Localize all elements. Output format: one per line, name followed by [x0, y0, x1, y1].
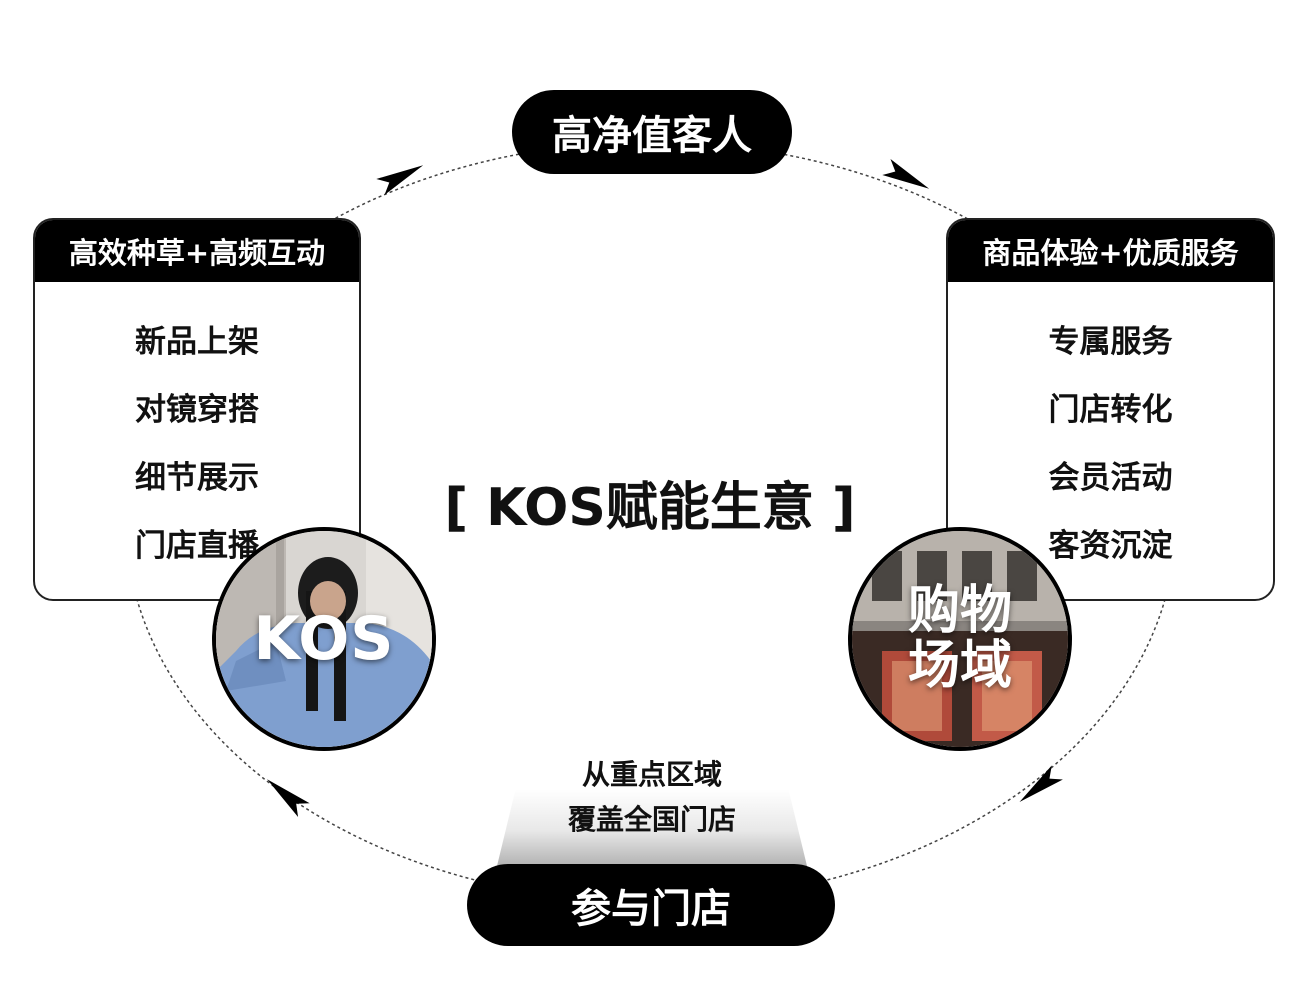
arrowhead-icon-top-left — [376, 165, 424, 196]
node-top-label: 高净值客人 — [552, 113, 752, 159]
storefront-photo-icon — [852, 531, 1068, 747]
panel-right-item: 专属服务 — [1048, 323, 1173, 360]
kos-photo-circle: KOS — [212, 527, 436, 751]
bottom-note: 从重点区域 覆盖全国门店 — [497, 752, 807, 842]
panel-right-item: 门店转化 — [1048, 391, 1173, 428]
bottom-note-line2: 覆盖全国门店 — [567, 803, 736, 836]
shopping-scene-label-line1: 购物 — [907, 581, 1012, 642]
node-participating-stores: 参与门店 — [467, 864, 835, 946]
node-high-net-worth-customers: 高净值客人 — [512, 90, 792, 174]
panel-right-header: 商品体验+优质服务 — [948, 220, 1273, 282]
panel-left-header: 高效种草+高频互动 — [35, 220, 359, 282]
arrowhead-icon-top-right — [882, 158, 930, 189]
bottom-note-spotlight — [497, 789, 807, 866]
center-title: [ KOS赋能生意 ] — [444, 477, 856, 538]
panel-left-item: 细节展示 — [135, 459, 259, 496]
panel-right-list: 专属服务 门店转化 会员活动 客资沉淀 — [948, 282, 1273, 576]
panel-right-item: 客资沉淀 — [1048, 527, 1173, 564]
kos-label: KOS — [253, 604, 395, 674]
bottom-note-line1: 从重点区域 — [581, 758, 722, 791]
panel-left: 高效种草+高频互动 新品上架 对镜穿搭 细节展示 门店直播 — [33, 218, 361, 601]
panel-left-item: 新品上架 — [135, 323, 259, 360]
person-photo-icon — [216, 531, 432, 747]
panel-right-item: 会员活动 — [1048, 459, 1173, 496]
arrowhead-icon-bottom-left — [267, 779, 310, 818]
panel-left-item: 对镜穿搭 — [135, 391, 259, 428]
arrowhead-icon-bottom-right — [1019, 765, 1063, 803]
shopping-scene-circle: 购物 场域 — [848, 527, 1072, 751]
shopping-scene-label-line2: 场域 — [907, 636, 1012, 696]
shopping-scene-label: 购物 场域 — [852, 531, 1068, 747]
node-bottom-label: 参与门店 — [571, 886, 731, 932]
